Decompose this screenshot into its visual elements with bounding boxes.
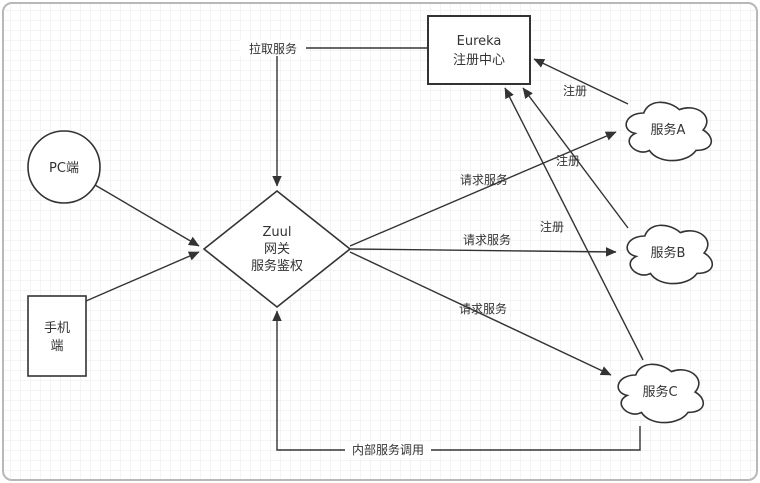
pc-label: PC端 — [49, 161, 79, 176]
edge-service-b-register — [522, 87, 629, 229]
zuul-label-line3: 服务鉴权 — [251, 258, 303, 274]
register-a-label: 注册 — [563, 83, 587, 98]
request-service-a-label: 请求服务 — [460, 172, 508, 187]
edge-service-c-internal-call — [272, 310, 641, 451]
edge-zuul-to-service-b — [349, 247, 617, 257]
internal-call-label-bg — [345, 442, 431, 458]
nodes: PC端 手机 端 Zuul 网关 服务鉴权 Eureka 注册中心 服务A 服务… — [27, 15, 714, 424]
edge-pc-to-zuul — [94, 184, 200, 247]
eureka-label-line2: 注册中心 — [453, 53, 505, 68]
register-b-label: 注册 — [556, 153, 580, 168]
service-a-label: 服务A — [651, 122, 686, 138]
node-zuul-gateway: Zuul 网关 服务鉴权 — [202, 189, 352, 309]
zuul-label-line1: Zuul — [263, 225, 292, 240]
eureka-label-line1: Eureka — [457, 34, 502, 49]
service-b-label: 服务B — [651, 245, 686, 261]
pull-service-label: 拉取服务 — [249, 41, 297, 56]
internal-call-label: 内部服务调用 — [352, 442, 424, 457]
mobile-label-line1: 手机 — [44, 321, 70, 336]
edge-service-a-register — [533, 58, 629, 105]
node-mobile: 手机 端 — [27, 295, 87, 377]
edge-service-c-register — [504, 87, 644, 361]
edge-zuul-to-service-a — [349, 131, 617, 247]
mobile-rect — [27, 295, 87, 377]
request-service-b-label: 请求服务 — [463, 232, 511, 247]
node-eureka: Eureka 注册中心 — [427, 15, 531, 85]
node-service-b: 服务B — [626, 224, 714, 285]
node-pc: PC端 — [27, 130, 101, 204]
request-service-c-label: 请求服务 — [459, 301, 507, 316]
eureka-rect — [427, 15, 531, 85]
mobile-label-line2: 端 — [50, 339, 63, 354]
grid-background — [4, 4, 756, 479]
edge-mobile-to-zuul — [85, 251, 200, 302]
edges — [85, 47, 644, 451]
edge-zuul-to-service-c — [349, 251, 612, 376]
register-c-label: 注册 — [540, 219, 564, 234]
pc-circle — [27, 130, 101, 204]
node-service-c: 服务C — [617, 363, 705, 424]
zuul-diamond — [202, 189, 352, 309]
edge-labels: 拉取服务 请求服务 请求服务 请求服务 注册 注册 注册 内部服务调用 — [240, 40, 587, 458]
pull-service-label-bg — [240, 40, 306, 56]
zuul-label-line2: 网关 — [264, 242, 290, 257]
node-service-a: 服务A — [625, 101, 713, 162]
service-c-label: 服务C — [642, 384, 677, 400]
